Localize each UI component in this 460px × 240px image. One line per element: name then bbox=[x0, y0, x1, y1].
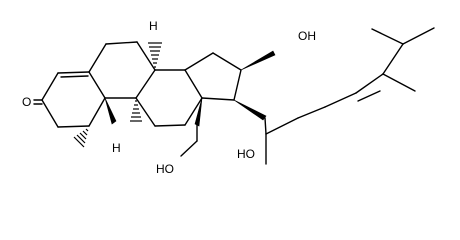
ring-b-bonds bbox=[88, 41, 156, 99]
ring-c-bonds bbox=[135, 69, 203, 127]
oh-c16-label: OH bbox=[298, 29, 316, 43]
h-c9-label: H bbox=[149, 19, 158, 33]
side-chain-bonds bbox=[264, 27, 435, 165]
h-c14-label: H bbox=[112, 141, 121, 155]
c10-methyl-wedge bbox=[104, 97, 117, 125]
oh-c18-label: HO bbox=[156, 162, 174, 176]
ketone-oxygen-label: O bbox=[22, 95, 31, 109]
steroid-structure-diagram: O bbox=[22, 19, 435, 176]
ring-d-bonds bbox=[184, 52, 242, 101]
ketone-bond bbox=[33, 99, 43, 105]
c18-methylene-bonds bbox=[180, 124, 198, 157]
stereo-wedges bbox=[104, 50, 276, 127]
c17-side-chain-wedge bbox=[233, 99, 267, 121]
c16-oh-wedge bbox=[240, 50, 276, 71]
oh-side-chain-label: HO bbox=[237, 147, 255, 161]
stereo-hashes bbox=[73, 42, 162, 148]
c13-methylene-wedge bbox=[194, 97, 203, 127]
ring-a-bonds bbox=[41, 71, 106, 128]
